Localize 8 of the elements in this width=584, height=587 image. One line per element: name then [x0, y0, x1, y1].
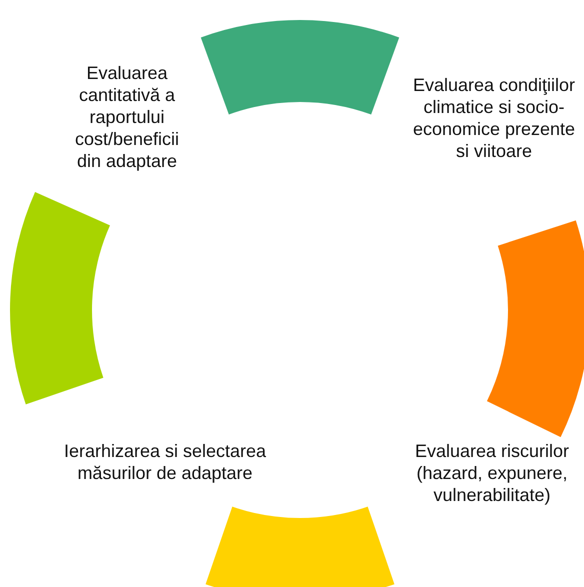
ring-segment — [200, 20, 400, 115]
step-label: Evaluarea riscurilor (hazard, expunere, vulnerabilitate) — [414, 440, 570, 506]
step-label: Evaluarea cantitativă a raportului cost/beneficii din adaptare — [74, 62, 180, 172]
ring-segment — [206, 506, 394, 587]
ring-segment — [10, 192, 110, 404]
step-label: Ierarhizarea si selectarea măsurilor de adaptare — [62, 440, 268, 484]
step-label: Evaluarea condiţiilor climatice si socio-economice prezente si viitoare — [412, 74, 576, 162]
ring-segment — [486, 220, 584, 438]
